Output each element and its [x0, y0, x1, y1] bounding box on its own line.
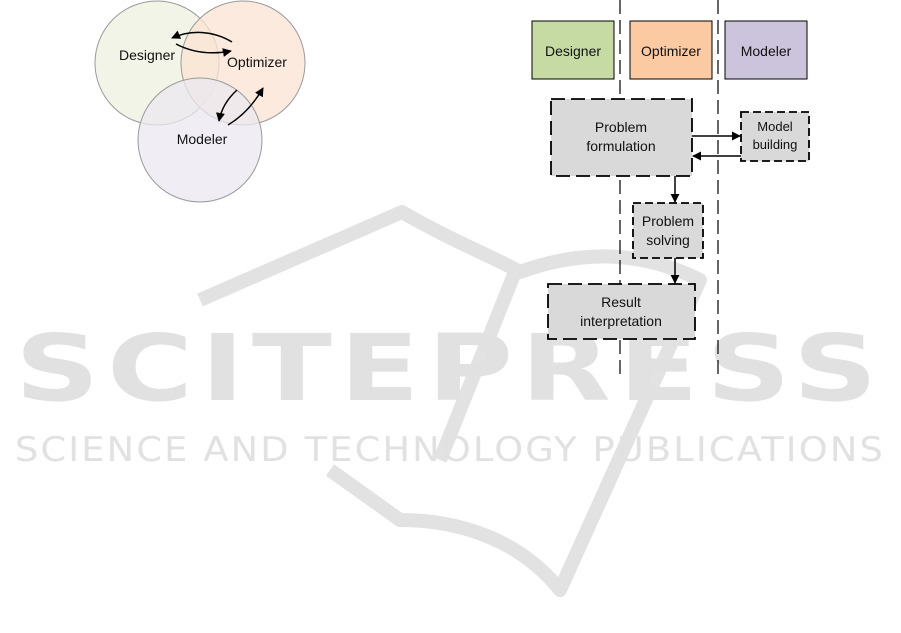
lane-header-designer: Designer — [532, 21, 614, 79]
model-building-line2: building — [753, 137, 798, 152]
problem-formulation-line2: formulation — [586, 138, 655, 154]
result-interpretation-line1: Result — [601, 294, 641, 310]
problem-solving-box: Problem solving — [633, 203, 703, 258]
problem-formulation-line1: Problem — [595, 119, 647, 135]
lane-header-modeler-label: Modeler — [741, 43, 792, 59]
lane-header-designer-label: Designer — [545, 43, 601, 59]
result-interpretation-box: Result interpretation — [548, 284, 695, 339]
model-building-line1: Model — [757, 119, 793, 134]
venn-optimizer-label: Optimizer — [227, 54, 287, 70]
model-building-box: Model building — [741, 112, 809, 161]
venn-diagram: Designer Optimizer Modeler — [95, 1, 305, 202]
problem-formulation-box: Problem formulation — [551, 99, 692, 176]
problem-solving-line1: Problem — [642, 213, 694, 229]
venn-designer-label: Designer — [119, 47, 175, 63]
problem-solving-line2: solving — [646, 232, 690, 248]
result-interpretation-line2: interpretation — [580, 313, 662, 329]
venn-modeler-label: Modeler — [177, 131, 228, 147]
lane-header-optimizer: Optimizer — [630, 21, 712, 79]
lane-header-optimizer-label: Optimizer — [641, 43, 701, 59]
lane-header-modeler: Modeler — [725, 21, 807, 79]
